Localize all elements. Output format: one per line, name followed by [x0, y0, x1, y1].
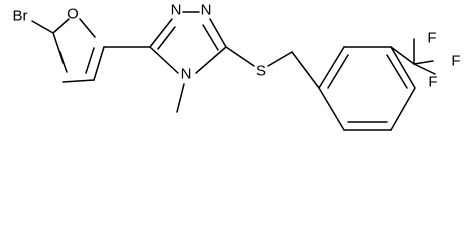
- bond-c5-n4: [195, 46, 227, 74]
- atom-n4-label: N: [181, 66, 192, 83]
- bond-c-f2: [413, 60, 434, 65]
- benzene-ring: [318, 46, 416, 131]
- bond-c-f3: [413, 63, 436, 75]
- bond-n4-methyl: [176, 83, 185, 113]
- atom-n1-label: N: [171, 2, 182, 19]
- bond-n4-c3: [149, 46, 179, 74]
- bond-ar-6: [318, 46, 345, 89]
- bond-c5-s: [225, 46, 255, 67]
- bond-ch2-ring: [291, 51, 320, 89]
- bond-c3-c4: [62, 79, 95, 83]
- bond-n1-c5-double: [202, 24, 219, 51]
- bond-c4-c5: [93, 46, 105, 81]
- bond-ar-inner-1: [327, 54, 349, 89]
- bond-ar-1: [318, 87, 345, 131]
- atom-br-label: Br: [13, 8, 28, 25]
- atom-f2-label: F: [451, 53, 460, 70]
- bond-ring-cf3: [390, 46, 415, 65]
- bond-ar-4: [390, 46, 416, 89]
- trifluoromethyl-group: [390, 38, 436, 75]
- furan-ring: [52, 18, 105, 83]
- bond-o-c5: [79, 18, 96, 38]
- atom-o-furan-label: O: [67, 6, 79, 23]
- atom-f3-label: F: [428, 74, 437, 91]
- bond-c4-c5-double: [85, 47, 95, 74]
- bond-c2-br: [31, 20, 54, 34]
- bond-c3-n2: [149, 18, 173, 48]
- atom-s-label: S: [256, 63, 266, 80]
- bond-c3-c3-double: [59, 51, 68, 73]
- molecule-structure: Br O N N N S F F F: [13, 2, 461, 131]
- bond-s-ch2: [267, 51, 293, 67]
- bond-n1-c5: [209, 18, 227, 48]
- atom-n2-label: N: [201, 2, 212, 19]
- bond-ar-3: [390, 87, 416, 131]
- triazole-ring: [149, 11, 227, 74]
- bond-c3-n2-double: [157, 26, 176, 50]
- atom-f1-label: F: [427, 30, 436, 47]
- bond-o-c2: [52, 18, 70, 34]
- bond-ar-inner-3: [386, 54, 408, 89]
